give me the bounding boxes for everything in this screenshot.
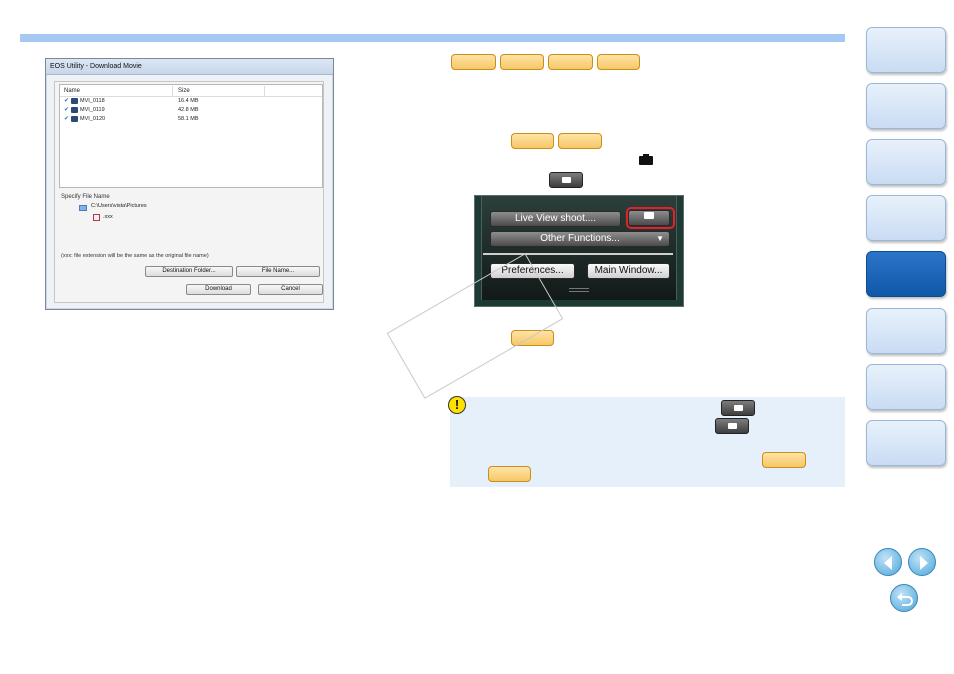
- extension-note: (xxx: file extension will be the same as…: [61, 253, 209, 259]
- header-band: [20, 34, 845, 42]
- nav-tab-6[interactable]: [866, 308, 946, 354]
- camera-model-tag: [558, 133, 602, 149]
- cancel-button: Cancel: [258, 284, 323, 295]
- nav-tab-4[interactable]: [866, 195, 946, 241]
- specify-file-name-label: Specify File Name: [61, 194, 110, 200]
- folder-icon: [79, 205, 87, 211]
- nav-tab-8[interactable]: [866, 420, 946, 466]
- camera-icon: [638, 153, 656, 165]
- camera-model-tag: [548, 54, 593, 70]
- column-separator: [172, 86, 173, 96]
- return-button[interactable]: [890, 584, 918, 612]
- checkbox-checked-icon: ✔: [64, 116, 70, 122]
- highlight-box: [626, 207, 675, 229]
- column-size-header: Size: [178, 88, 190, 94]
- file-size: 58.1 MB: [178, 116, 199, 122]
- movie-icon: [644, 212, 654, 219]
- movie-file-icon: [71, 107, 78, 113]
- checkbox-checked-icon: ✔: [64, 107, 70, 113]
- movie-file-icon: [71, 116, 78, 122]
- previous-page-button[interactable]: [874, 548, 902, 576]
- file-name: MVI_0119: [80, 107, 105, 113]
- nav-tab-7[interactable]: [866, 364, 946, 410]
- camera-model-tag: [488, 466, 531, 482]
- nav-tab-3[interactable]: [866, 139, 946, 185]
- main-window-button: Main Window...: [587, 263, 670, 279]
- file-size: 16.4 MB: [178, 98, 199, 104]
- file-row: ✔ MVI_0119 42.8 MB: [60, 106, 322, 115]
- other-functions-label: Other Functions...: [540, 233, 620, 244]
- chevron-down-icon: ▼: [656, 234, 664, 243]
- camera-model-tag: [511, 330, 554, 346]
- live-view-shoot-button: Live View shoot....: [490, 211, 621, 227]
- file-icon: [93, 214, 100, 221]
- camera-model-tag: [762, 452, 806, 468]
- file-row: ✔ MVI_0118 16.4 MB: [60, 97, 322, 106]
- arrow-left-icon: [884, 556, 892, 570]
- dialog-body: Name Size ✔ MVI_0118 16.4 MB ✔ MVI_0119 …: [54, 81, 324, 303]
- movie-mode-button-icon: [721, 400, 755, 416]
- file-name-button: File Name...: [236, 266, 320, 277]
- caution-icon: !: [448, 396, 466, 414]
- movie-mode-button-icon: [715, 418, 749, 434]
- download-movie-dialog: EOS Utility - Download Movie Name Size ✔…: [45, 58, 334, 310]
- file-row: ✔ MVI_0120 58.1 MB: [60, 115, 322, 124]
- other-functions-button: Other Functions... ▼: [490, 231, 670, 247]
- file-list: Name Size ✔ MVI_0118 16.4 MB ✔ MVI_0119 …: [59, 84, 323, 188]
- file-size: 42.8 MB: [178, 107, 199, 113]
- column-name-header: Name: [64, 88, 81, 94]
- preferences-button: Preferences...: [490, 263, 575, 279]
- dialog-title: EOS Utility - Download Movie: [46, 59, 333, 75]
- arrow-right-icon: [920, 556, 928, 570]
- file-extension: .xxx: [103, 214, 113, 220]
- panel-divider: [483, 253, 673, 255]
- camera-model-tag: [500, 54, 544, 70]
- file-name: MVI_0120: [80, 116, 106, 122]
- column-separator: [264, 86, 265, 96]
- camera-model-tag: [511, 133, 554, 149]
- resize-grip: [569, 288, 589, 292]
- return-icon: [897, 593, 913, 606]
- camera-model-tag: [597, 54, 640, 70]
- file-name: MVI_0118: [80, 98, 105, 104]
- checkbox-checked-icon: ✔: [64, 98, 70, 104]
- nav-tab-2[interactable]: [866, 83, 946, 129]
- file-list-header: Name Size: [60, 85, 322, 97]
- nav-tab-5-active[interactable]: [866, 251, 946, 297]
- nav-tab-1[interactable]: [866, 27, 946, 73]
- camera-model-tag: [451, 54, 496, 70]
- download-button: Download: [186, 284, 251, 295]
- movie-file-icon: [71, 98, 78, 104]
- movie-mode-button-icon: [549, 172, 583, 188]
- next-page-button[interactable]: [908, 548, 936, 576]
- destination-folder-button: Destination Folder...: [145, 266, 233, 277]
- destination-path: C:\Users\vista\Pictures: [91, 203, 147, 209]
